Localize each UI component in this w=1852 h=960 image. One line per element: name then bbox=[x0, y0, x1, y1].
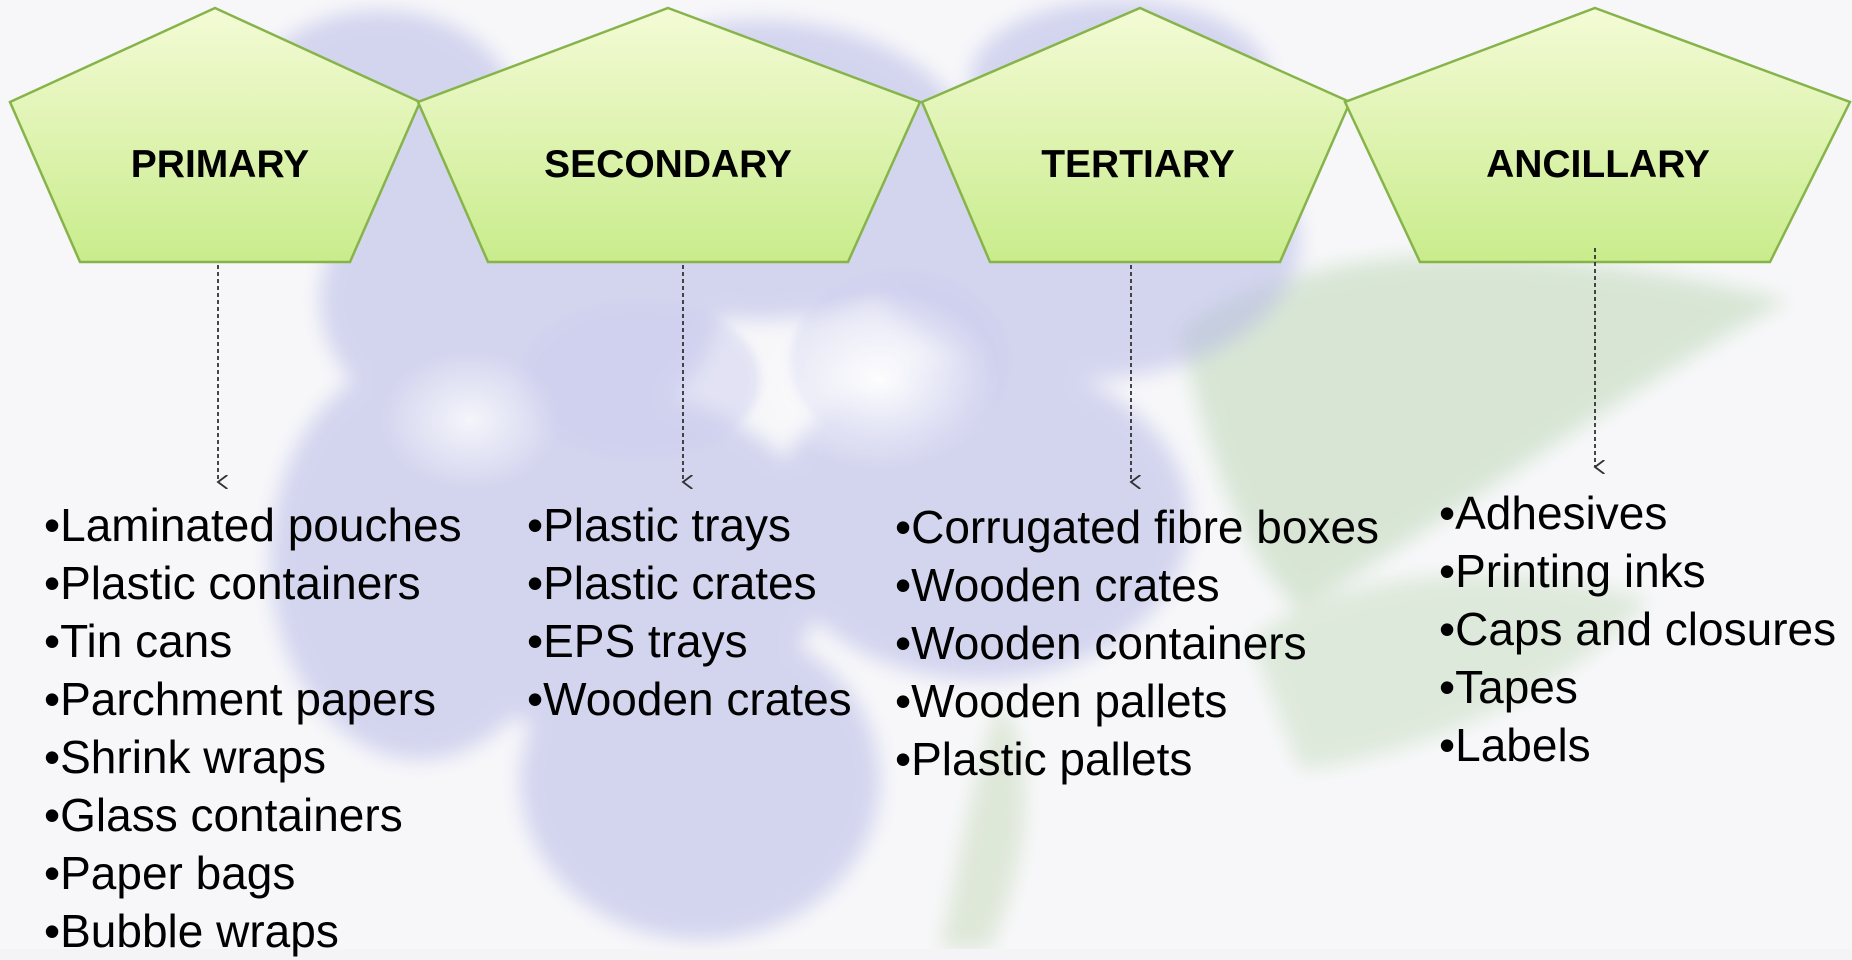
list-item: Laminated pouches bbox=[44, 496, 462, 554]
list-item: Wooden crates bbox=[895, 556, 1379, 614]
list-item: Plastic trays bbox=[527, 496, 852, 554]
pentagon-primary bbox=[10, 8, 420, 262]
tertiary-items-list: Corrugated fibre boxes Wooden crates Woo… bbox=[895, 498, 1379, 788]
list-item: Parchment papers bbox=[44, 670, 462, 728]
list-item: Tapes bbox=[1439, 658, 1836, 716]
tertiary-title: TERTIARY bbox=[928, 143, 1348, 187]
list-item: Plastic pallets bbox=[895, 730, 1379, 788]
list-item: Paper bags bbox=[44, 844, 462, 902]
list-item: EPS trays bbox=[527, 612, 852, 670]
list-item: Glass containers bbox=[44, 786, 462, 844]
list-item: Caps and closures bbox=[1439, 600, 1836, 658]
list-item: Wooden containers bbox=[895, 614, 1379, 672]
list-item: Printing inks bbox=[1439, 542, 1836, 600]
list-item: Plastic crates bbox=[527, 554, 852, 612]
list-item: Tin cans bbox=[44, 612, 462, 670]
list-item: Plastic containers bbox=[44, 554, 462, 612]
secondary-items-list: Plastic trays Plastic crates EPS trays W… bbox=[527, 496, 852, 728]
list-item: Wooden pallets bbox=[895, 672, 1379, 730]
list-item: Labels bbox=[1439, 716, 1836, 774]
pentagon-ancillary bbox=[1345, 8, 1850, 262]
pentagon-secondary bbox=[418, 8, 920, 262]
primary-title: PRIMARY bbox=[10, 143, 430, 187]
secondary-title: SECONDARY bbox=[458, 143, 878, 187]
pentagon-tertiary bbox=[922, 8, 1350, 262]
list-item: Corrugated fibre boxes bbox=[895, 498, 1379, 556]
ancillary-title: ANCILLARY bbox=[1388, 143, 1808, 187]
list-item: Adhesives bbox=[1439, 484, 1836, 542]
list-item: Shrink wraps bbox=[44, 728, 462, 786]
primary-items-list: Laminated pouches Plastic containers Tin… bbox=[44, 496, 462, 960]
list-item: Bubble wraps bbox=[44, 902, 462, 960]
ancillary-items-list: Adhesives Printing inks Caps and closure… bbox=[1439, 484, 1836, 774]
list-item: Wooden crates bbox=[527, 670, 852, 728]
